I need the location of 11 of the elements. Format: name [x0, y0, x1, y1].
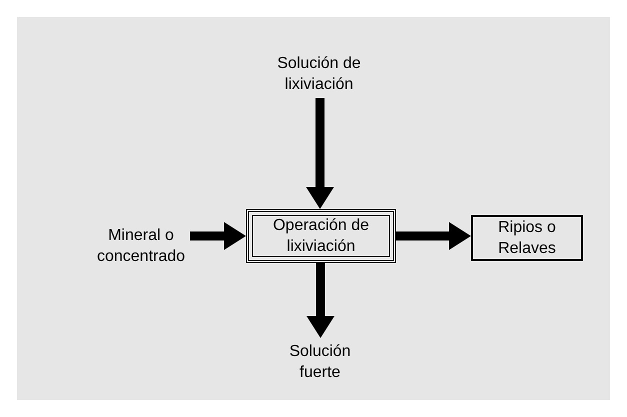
flow-label: Solución fuerte [288, 342, 352, 383]
flow-label: Mineral o concentrado [96, 226, 186, 267]
box-label: Ripios o Relaves [497, 218, 557, 259]
flow-label: Solución de lixiviación [276, 54, 362, 95]
output-box [471, 215, 583, 261]
box-label: Operación de lixiviación [272, 216, 370, 257]
arrow [306, 98, 334, 209]
arrow [306, 263, 334, 338]
process-box [246, 209, 396, 263]
arrow [396, 222, 471, 250]
arrow [190, 222, 246, 250]
